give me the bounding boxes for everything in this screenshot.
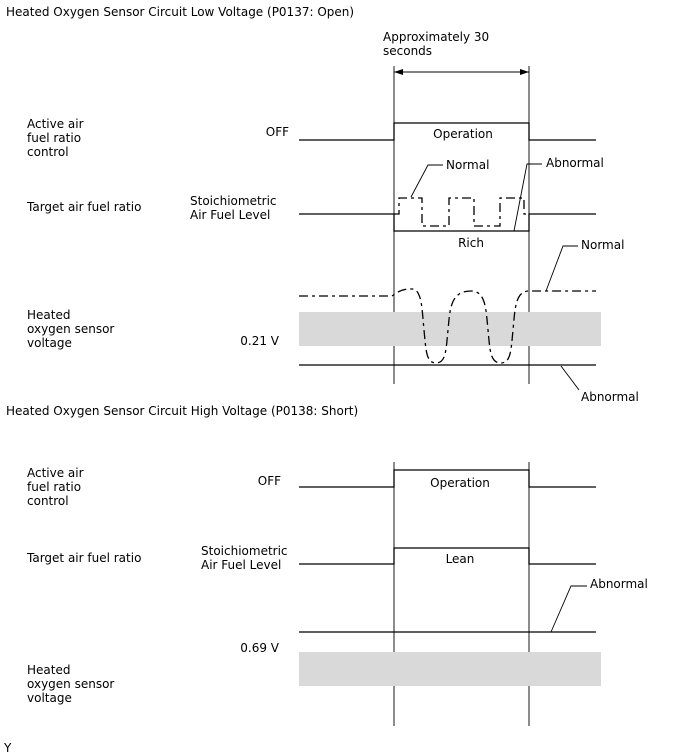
section1-active-control-label-1: Active air <box>27 117 84 131</box>
section1-target-afr-normal-trace <box>394 197 529 227</box>
section1-voltage-level: 0.21 V <box>240 334 280 348</box>
section2-sensor-voltage-label-1: Heated <box>27 663 70 677</box>
section1-active-control-label-3: control <box>27 145 69 159</box>
section2-voltage-level: 0.69 V <box>240 641 280 655</box>
section1-rich-label: Rich <box>458 236 484 250</box>
section2-active-control-label-3: control <box>27 494 69 508</box>
section1-sensor-voltage-label-1: Heated <box>27 308 70 322</box>
section1-off-level: OFF <box>266 125 289 139</box>
section1-sensor-voltage-label-3: voltage <box>27 336 72 350</box>
section1-sensor-voltage-label-2: oxygen sensor <box>27 322 114 336</box>
section1-normal-afr-label: Normal <box>446 158 489 172</box>
section1-voltage-threshold-band <box>299 312 601 346</box>
section1-operation-label: Operation <box>433 127 493 141</box>
section1-title: Heated Oxygen Sensor Circuit Low Voltage… <box>6 5 354 19</box>
section1-active-control-trace <box>299 122 596 141</box>
section1-abnormal-voltage-leader <box>560 365 580 391</box>
section2-lean-label: Lean <box>446 552 475 566</box>
corner-mark: Y <box>3 741 12 755</box>
section2-stoich-level-2: Air Fuel Level <box>201 558 281 572</box>
section2-off-level: OFF <box>258 474 281 488</box>
section1-normal-afr-leader <box>410 164 443 198</box>
section2-stoich-level-1: Stoichiometric <box>201 544 288 558</box>
section2-active-control-trace <box>299 469 596 488</box>
section1-stoich-level-2: Air Fuel Level <box>190 208 270 222</box>
section2-active-control-label-1: Active air <box>27 466 84 480</box>
section1-normal-voltage-leader <box>545 245 578 292</box>
section2-operation-label: Operation <box>430 476 490 490</box>
section1-duration-label-line1: Approximately 30 <box>383 30 489 44</box>
section1-duration-arrow <box>394 69 529 75</box>
section2-sensor-voltage-label-2: oxygen sensor <box>27 677 114 691</box>
section2-sensor-voltage-label-3: voltage <box>27 691 72 705</box>
section1-abnormal-afr-leader <box>513 163 542 232</box>
section1-normal-voltage-trace <box>299 288 596 364</box>
section2-abnormal-voltage-leader <box>550 585 587 633</box>
section1-stoich-level-1: Stoichiometric <box>190 194 277 208</box>
section1-abnormal-voltage-label: Abnormal <box>581 390 639 404</box>
section2-target-afr-label: Target air fuel ratio <box>26 551 141 565</box>
section2-voltage-threshold-band <box>299 652 601 686</box>
section2-title: Heated Oxygen Sensor Circuit High Voltag… <box>6 404 358 418</box>
section1-abnormal-afr-label: Abnormal <box>546 156 604 170</box>
section1-active-control-label-2: fuel ratio <box>27 131 81 145</box>
section2-abnormal-voltage-label: Abnormal <box>590 577 648 591</box>
section2-active-control-label-2: fuel ratio <box>27 480 81 494</box>
section1-target-afr-rich-trace <box>299 213 596 232</box>
section2-target-afr-lean-trace <box>299 547 596 565</box>
section1-target-afr-label: Target air fuel ratio <box>26 200 141 214</box>
section1-normal-voltage-label: Normal <box>581 238 624 252</box>
section1-duration-label-line2: seconds <box>383 44 432 58</box>
